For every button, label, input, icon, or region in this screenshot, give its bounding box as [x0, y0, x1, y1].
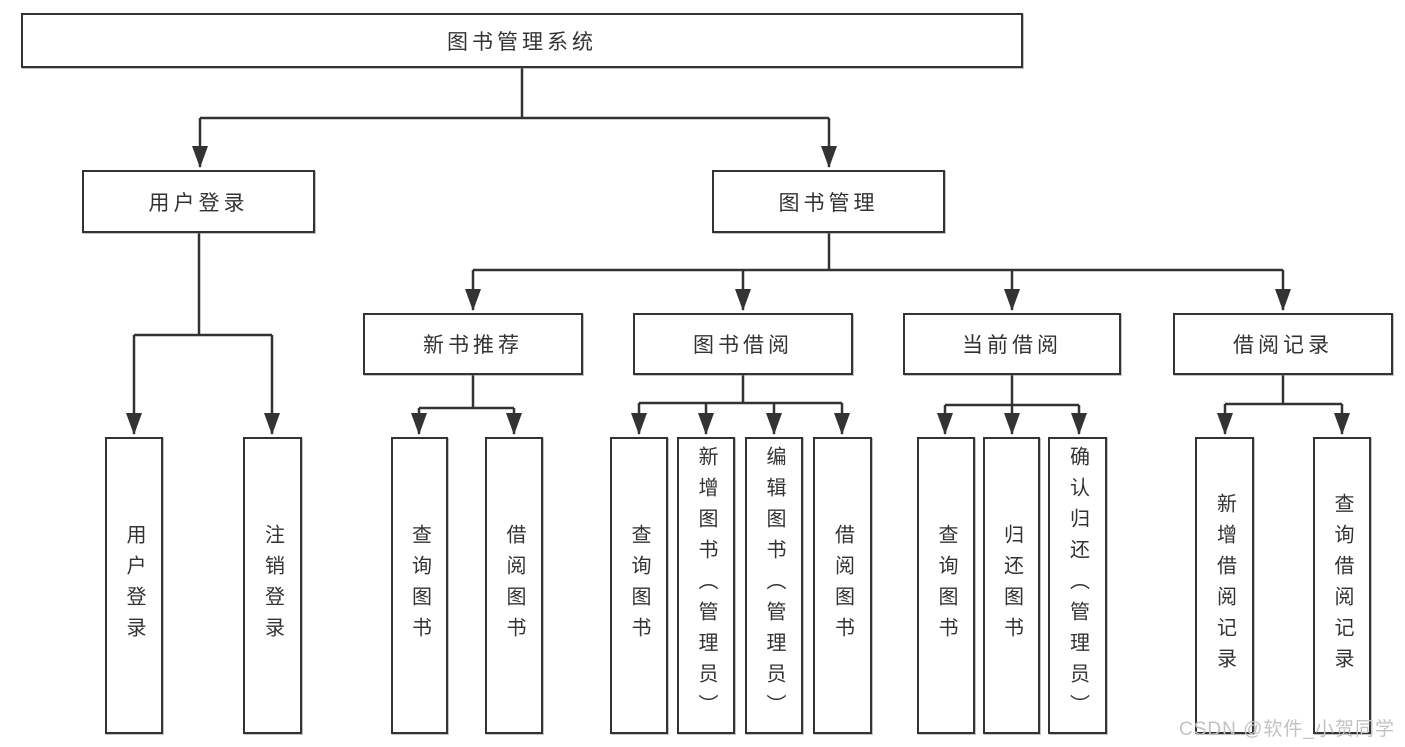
leaf-add-borrow-record: 新增借阅记录 [1195, 437, 1254, 734]
leaf-add-borrow-record-label: 新增借阅记录 [1213, 492, 1236, 679]
node-new-book-recommend-label: 新书推荐 [423, 334, 523, 357]
csdn-watermark: CSDN @软件_小贺同学 [1179, 719, 1395, 740]
leaf-user-login: 用户登录 [105, 437, 163, 734]
node-new-book-recommend: 新书推荐 [363, 313, 583, 375]
leaf-return-books-label: 归还图书 [1000, 523, 1023, 648]
leaf-add-books-admin-label: 新增图书（管理员） [695, 446, 717, 725]
node-current-borrow: 当前借阅 [903, 313, 1121, 375]
leaf-borrow-query-books-label: 查询图书 [628, 523, 650, 648]
leaf-query-borrow-record-label: 查询借阅记录 [1331, 492, 1353, 679]
leaf-return-books: 归还图书 [983, 437, 1040, 734]
leaf-recommend-borrow-books: 借阅图书 [485, 437, 543, 734]
node-user-login-label: 用户登录 [148, 191, 249, 215]
node-book-borrow-label: 图书借阅 [693, 334, 793, 357]
node-book-management: 图书管理 [712, 170, 945, 233]
node-book-borrow: 图书借阅 [633, 313, 853, 375]
node-root-label: 图书管理系统 [447, 30, 597, 54]
node-user-login: 用户登录 [82, 170, 315, 233]
leaf-edit-books-admin-label: 编辑图书（管理员） [763, 446, 785, 725]
leaf-user-login-label: 用户登录 [123, 523, 145, 648]
leaf-query-borrow-record: 查询借阅记录 [1313, 437, 1371, 734]
leaf-current-query-books: 查询图书 [917, 437, 975, 734]
leaf-add-books-admin: 新增图书（管理员） [677, 437, 735, 734]
leaf-recommend-query-books: 查询图书 [391, 437, 448, 734]
leaf-confirm-return-admin-label: 确认归还（管理员） [1066, 446, 1089, 725]
leaf-borrow-books-label: 借阅图书 [831, 523, 854, 648]
leaf-logout-label: 注销登录 [261, 523, 284, 648]
node-current-borrow-label: 当前借阅 [962, 334, 1062, 357]
node-book-management-label: 图书管理 [778, 191, 879, 215]
leaf-borrow-books: 借阅图书 [813, 437, 872, 734]
leaf-logout: 注销登录 [243, 437, 302, 734]
leaf-borrow-query-books: 查询图书 [610, 437, 668, 734]
node-borrow-records: 借阅记录 [1173, 313, 1393, 375]
leaf-confirm-return-admin: 确认归还（管理员） [1048, 437, 1107, 734]
leaf-recommend-query-books-label: 查询图书 [408, 523, 431, 648]
leaf-current-query-books-label: 查询图书 [935, 523, 957, 648]
leaf-recommend-borrow-books-label: 借阅图书 [503, 523, 525, 648]
leaf-edit-books-admin: 编辑图书（管理员） [745, 437, 803, 734]
node-root: 图书管理系统 [21, 13, 1023, 68]
node-borrow-records-label: 借阅记录 [1233, 334, 1333, 357]
